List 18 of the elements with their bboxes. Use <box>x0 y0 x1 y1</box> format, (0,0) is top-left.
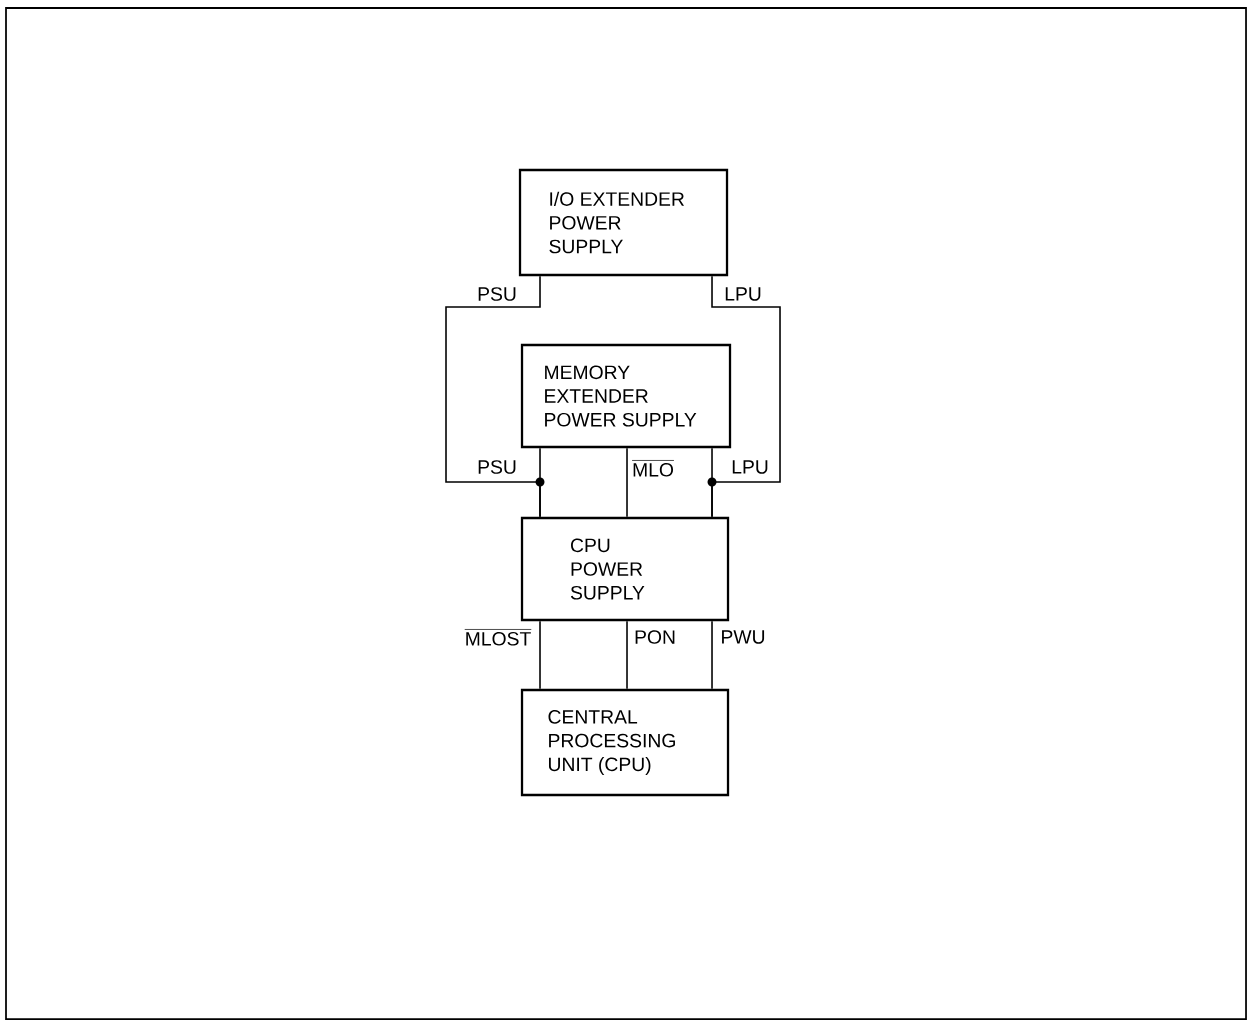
block-box: MEMORY EXTENDER POWER SUPPLY <box>520 343 732 449</box>
connector-line <box>626 620 628 690</box>
connector-line <box>539 620 541 690</box>
signal-label: LPU <box>732 460 768 474</box>
block-box: CPU POWER SUPPLY <box>520 516 730 622</box>
connector-line <box>626 447 628 518</box>
connector-line <box>711 620 713 690</box>
signal-label: MLO <box>631 460 675 477</box>
connector-line <box>707 447 717 518</box>
block-box: CENTRAL PROCESSING UNIT (CPU) <box>520 688 730 797</box>
signal-label: PWU <box>722 630 765 644</box>
signal-label: PSU <box>478 287 516 301</box>
signal-label: LPU <box>725 287 761 301</box>
signal-label: PSU <box>478 460 516 474</box>
block-box: I/O EXTENDER POWER SUPPLY <box>518 168 729 277</box>
signal-label: PON <box>635 630 675 644</box>
connector-line <box>535 447 545 518</box>
signal-label: MLOST <box>464 629 532 646</box>
